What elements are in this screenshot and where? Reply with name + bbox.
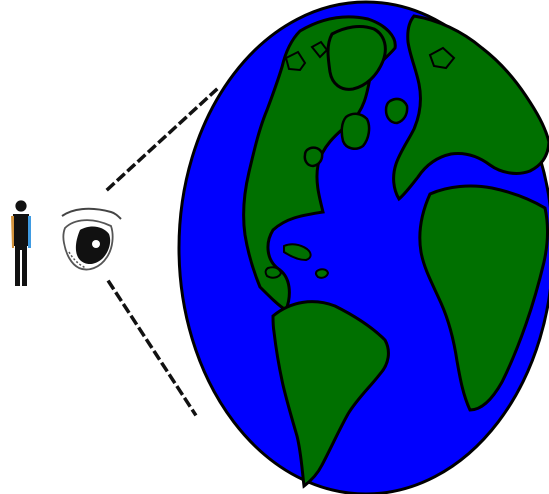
person-icon [11, 200, 31, 286]
earth-globe-icon [179, 2, 549, 494]
eye-icon [62, 209, 121, 270]
